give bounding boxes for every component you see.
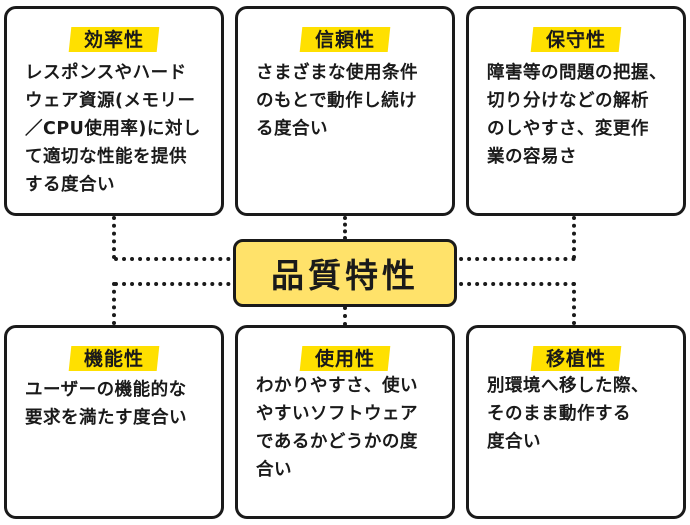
connector-left-bottom-vertical — [112, 282, 116, 325]
box-description: わかりやすさ、使い やすいソフトウェア であるかどうかの度 合い — [256, 376, 418, 480]
connector-right-top-vertical — [572, 216, 576, 259]
box-usability: 使用性 わかりやすさ、使い やすいソフトウェア であるかどうかの度 合い — [235, 325, 455, 519]
connector-left-top-vertical — [112, 216, 116, 259]
center-label: 品質特性 — [233, 239, 457, 307]
box-description: 別環境へ移した際、 そのまま動作する 度合い — [487, 376, 649, 452]
box-portability: 移植性 別環境へ移した際、 そのまま動作する 度合い — [466, 325, 686, 519]
box-functionality: 機能性 ユーザーの機能的な 要求を満たす度合い — [4, 325, 224, 519]
connector-right-bottom-vertical — [572, 282, 576, 325]
box-reliability: 信頼性 さまざまな使用条件 のもとで動作し続け る度合い — [235, 6, 455, 216]
box-description: さまざまな使用条件 のもとで動作し続け る度合い — [256, 63, 418, 139]
box-title: 効率性 — [68, 27, 160, 52]
connector-middle-bottom-vertical — [343, 306, 347, 326]
box-description: レスポンスやハード ウェア資源(メモリー ／CPU使用率)に対し て適切な性能を… — [25, 63, 201, 195]
box-title: 保守性 — [530, 27, 622, 52]
connector-middle-top-vertical — [343, 216, 347, 240]
box-description: 障害等の問題の把握、 切り分けなどの解析 のしやすさ、変更作 業の容易さ — [487, 63, 667, 167]
box-title: 使用性 — [299, 346, 391, 371]
box-title: 移植性 — [530, 346, 622, 371]
box-title: 機能性 — [68, 346, 160, 371]
box-title: 信頼性 — [299, 27, 391, 52]
box-maintainability: 保守性 障害等の問題の把握、 切り分けなどの解析 のしやすさ、変更作 業の容易さ — [466, 6, 686, 216]
box-description: ユーザーの機能的な 要求を満たす度合い — [25, 380, 187, 428]
box-efficiency: 効率性 レスポンスやハード ウェア資源(メモリー ／CPU使用率)に対し て適切… — [4, 6, 224, 216]
